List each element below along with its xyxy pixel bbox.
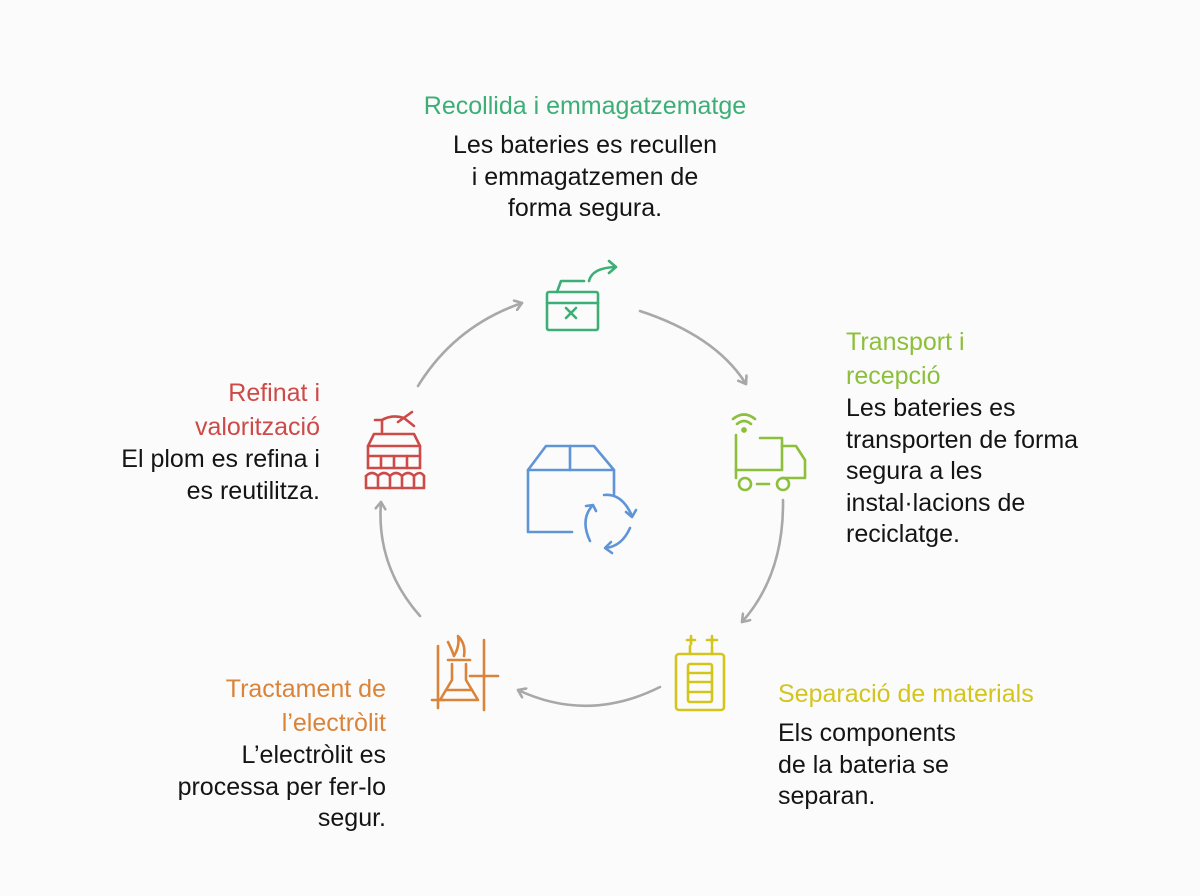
desc-line: L’electròlit es — [241, 741, 386, 769]
desc-line: es reutilitza. — [186, 476, 320, 505]
desc-line: reciclatge. — [846, 520, 960, 548]
desc-line: Els components — [778, 719, 956, 747]
box-export-icon — [545, 259, 618, 332]
desc-line: segura a les — [846, 457, 983, 485]
desc-line: processa per fer-lo — [177, 772, 386, 801]
delivery-truck-icon — [731, 413, 807, 492]
step-description: Les bateries es recullen i emmagatzemen … — [370, 130, 800, 225]
step-title: Refinat i valorització — [40, 376, 320, 444]
arrow-collection-to-transport — [638, 309, 746, 386]
title-line: valorització — [194, 413, 320, 441]
step-refining-recovery: Refinat i valorització El plom es refina… — [40, 376, 320, 507]
step-description: Els components de la bateria se separan. — [778, 718, 1098, 813]
burner-flask-icon — [430, 634, 500, 712]
recycle-box-icon — [526, 444, 638, 555]
step-description: L’electròlit es processa per fer-lo segu… — [86, 740, 386, 835]
title-line: recepció — [846, 362, 941, 390]
step-electrolyte-treatment: Tractament de l’electròlit L’electròlit … — [86, 672, 386, 835]
title-line: Tractament de — [225, 675, 386, 703]
step-collection-storage: Recollida i emmagatzematge Les bateries … — [370, 89, 800, 225]
desc-line: de la bateria se — [778, 750, 949, 779]
step-title: Separació de materials — [778, 680, 1034, 708]
battery-icon — [674, 634, 726, 712]
desc-line: instal·lacions de — [846, 488, 1026, 517]
step-description: El plom es refina i es reutilitza. — [40, 444, 320, 507]
title-line: Transport i — [846, 328, 965, 356]
step-title: Transport i recepció — [846, 325, 1146, 393]
desc-line: forma segura. — [507, 194, 663, 222]
title-line: l’electròlit — [281, 709, 386, 737]
refinery-icon — [364, 410, 426, 490]
arrow-separation-to-electrolyte — [516, 685, 662, 708]
desc-line: i emmagatzemen de — [471, 162, 699, 191]
step-title: Recollida i emmagatzematge — [423, 92, 747, 120]
step-title: Tractament de l’electròlit — [86, 672, 386, 740]
desc-line: transporten de forma — [846, 425, 1079, 454]
desc-line: El plom es refina i — [121, 445, 320, 473]
step-material-separation: Separació de materials Els components de… — [778, 677, 1098, 813]
title-line: Refinat i — [228, 379, 320, 407]
arrow-transport-to-separation — [740, 498, 785, 624]
arrow-refining-to-collection — [416, 303, 524, 388]
arrow-electrolyte-to-refining — [380, 500, 422, 618]
desc-line: Les bateries es recullen — [452, 131, 718, 159]
desc-line: separan. — [778, 782, 876, 810]
desc-line: segur. — [317, 804, 386, 832]
step-transport-reception: Transport i recepció Les bateries es tra… — [846, 325, 1146, 551]
step-description: Les bateries es transporten de forma seg… — [846, 393, 1146, 551]
desc-line: Les bateries es — [846, 394, 1016, 422]
